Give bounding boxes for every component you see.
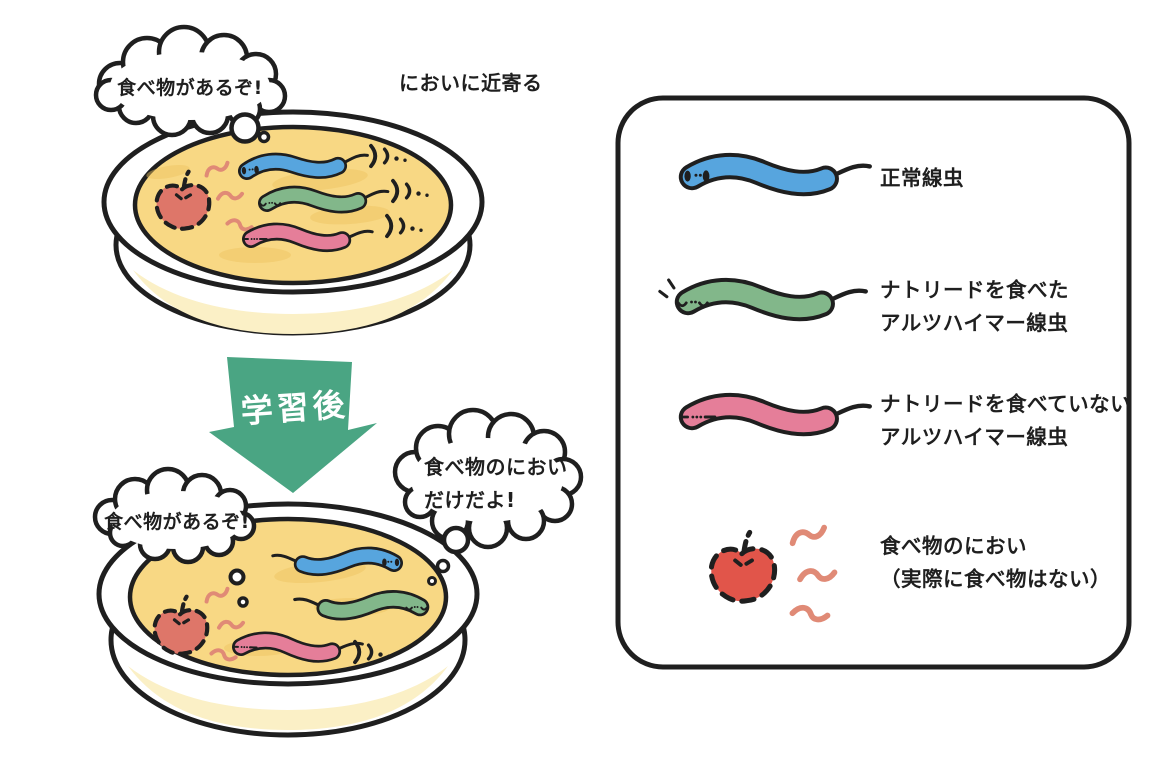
petri-dish-before bbox=[101, 109, 485, 336]
dish-band bbox=[133, 270, 453, 334]
thought-bubble-before: 食べ物があるぞ! bbox=[93, 24, 288, 144]
legend-label: （実際に食べ物はない） bbox=[880, 567, 1111, 591]
legend-label: アルツハイマー線虫 bbox=[880, 425, 1068, 449]
dish-band bbox=[128, 666, 448, 730]
arrow-shape bbox=[209, 357, 377, 493]
bubble-tail-dot bbox=[228, 568, 246, 586]
thought-bubble-after-left: 食べ物があるぞ! bbox=[92, 466, 257, 608]
bubble-tail-dot bbox=[229, 112, 261, 144]
cloud-cover bbox=[111, 491, 243, 549]
agar-patch bbox=[146, 164, 190, 180]
legend-label: 食べ物のにおい bbox=[880, 534, 1027, 558]
bubble-tail-dot bbox=[441, 525, 471, 555]
thought-bubble-text: 食べ物があるぞ! bbox=[117, 76, 263, 99]
thought-cloud bbox=[93, 24, 288, 138]
legend-panel: 正常線虫 ナトリードを食べた アルツハイマー線虫 ナトリードを食べていない アル… bbox=[615, 95, 1132, 670]
thought-cloud bbox=[92, 466, 257, 565]
cloud-cover bbox=[110, 52, 270, 120]
legend-label: ナトリードを食べていない bbox=[880, 392, 1131, 416]
thought-bubble-after-right: 食べ物のにおい だけだよ! bbox=[392, 407, 584, 586]
legend-label: 正常線虫 bbox=[880, 166, 964, 190]
scene-caption: においに近寄る bbox=[399, 71, 543, 95]
bubble-tail-dot bbox=[257, 130, 271, 144]
bubble-tail-dot bbox=[237, 596, 249, 608]
legend-row-unfed-worm: ナトリードを食べていない アルツハイマー線虫 bbox=[681, 392, 1131, 449]
thought-bubble-text: 食べ物があるぞ! bbox=[104, 510, 250, 533]
cloud-cover bbox=[411, 438, 563, 522]
bubble-tail-dot bbox=[427, 576, 437, 586]
thought-bubble-text: だけだよ! bbox=[424, 488, 516, 512]
legend-row-food-smell: 食べ物のにおい （実際に食べ物はない） bbox=[711, 526, 1111, 622]
agar-patch bbox=[219, 247, 291, 263]
before-scene: においに近寄る 食べ物があるぞ! bbox=[93, 24, 543, 336]
legend-box bbox=[615, 95, 1132, 670]
after-scene: 食べ物があるぞ! 食べ物のにおい だけだよ! bbox=[92, 407, 584, 738]
arrow-label: 学習後 bbox=[240, 385, 350, 430]
legend-label: ナトリードを食べた bbox=[880, 278, 1069, 302]
legend-label: アルツハイマー線虫 bbox=[880, 311, 1068, 335]
legend-row-normal-worm: 正常線虫 bbox=[684, 166, 964, 190]
thought-bubble-text: 食べ物のにおい bbox=[424, 455, 568, 479]
legend-row-fed-worm: ナトリードを食べた アルツハイマー線虫 bbox=[658, 278, 1069, 335]
bubble-tail-dot bbox=[435, 558, 451, 574]
learning-arrow: 学習後 bbox=[209, 357, 377, 493]
